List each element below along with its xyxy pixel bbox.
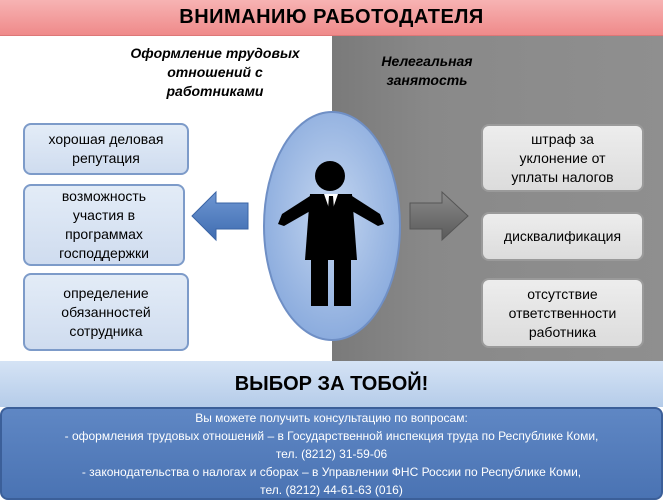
arrow-left-icon xyxy=(191,190,249,242)
info-line: тел. (8212) 31-59-06 xyxy=(275,446,388,461)
box-line: господдержки xyxy=(59,245,149,261)
box-line: штраф за xyxy=(531,130,594,147)
box-line: участия в xyxy=(72,207,136,223)
box-line: программах xyxy=(65,226,143,242)
heading-line: занятость xyxy=(386,72,468,88)
heading-line: Нелегальная xyxy=(381,53,473,69)
box-line: репутация xyxy=(72,150,140,166)
choice-banner: ВЫБОР ЗА ТОБОЙ! xyxy=(0,361,663,407)
risk-box-no-responsibility: отсутствие ответственности работника xyxy=(481,278,644,348)
benefit-box-reputation: хорошая деловая репутация xyxy=(23,123,189,175)
box-line: отсутствие xyxy=(527,285,598,302)
legal-employment-heading: Оформление трудовых отношений с работник… xyxy=(110,44,320,101)
box-line: уплаты налогов xyxy=(511,168,614,185)
businessman-silhouette-icon xyxy=(263,111,401,341)
box-line: возможность xyxy=(61,188,147,204)
arrow-right-icon xyxy=(409,190,469,242)
info-line: Вы можете получить консультацию по вопро… xyxy=(195,410,468,425)
box-line: хорошая деловая xyxy=(48,131,164,147)
heading-line: Оформление трудовых xyxy=(130,45,300,61)
benefit-box-duties: определение обязанностей сотрудника xyxy=(23,273,189,351)
consultation-info-box: Вы можете получить консультацию по вопро… xyxy=(0,407,663,500)
info-line: - законодательства о налогах и сборах – … xyxy=(81,464,582,479)
risk-box-tax-fine: штраф за уклонение от уплаты налогов xyxy=(481,124,644,192)
info-line: тел. (8212) 44-61-63 (016) xyxy=(260,482,403,497)
box-line: дисквалификация xyxy=(503,228,622,244)
risk-box-disqualification: дисквалификация xyxy=(481,212,644,261)
box-line: ответственности xyxy=(508,304,617,321)
box-line: сотрудника xyxy=(69,322,143,339)
box-line: обязанностей xyxy=(61,303,151,320)
box-line: уклонение от xyxy=(519,149,606,166)
illegal-employment-heading: Нелегальная занятость xyxy=(372,52,482,90)
benefit-box-state-support: возможность участия в программах господд… xyxy=(23,184,185,266)
page-title: ВНИМАНИЮ РАБОТОДАТЕЛЯ xyxy=(0,0,663,36)
box-line: работника xyxy=(528,323,597,340)
box-line: определение xyxy=(63,284,149,301)
heading-line: работниками xyxy=(166,83,264,99)
info-line: - оформления трудовых отношений – в Госу… xyxy=(64,428,599,443)
heading-line: отношений с xyxy=(167,64,263,80)
